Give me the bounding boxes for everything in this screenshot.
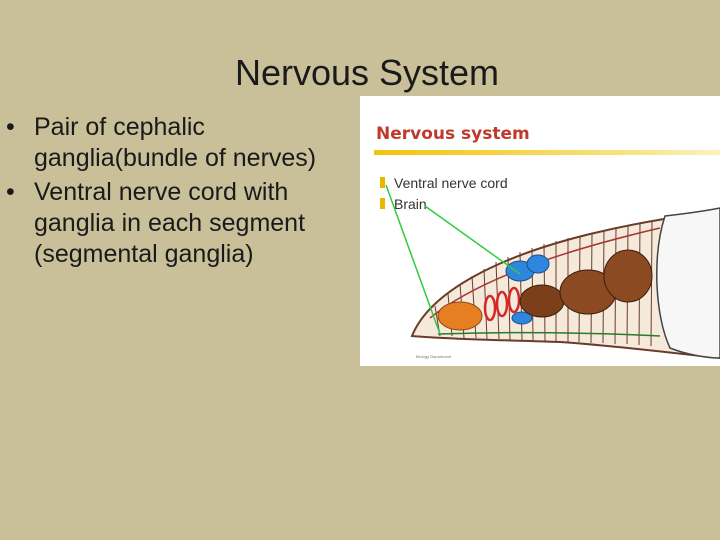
legend-label: Ventral nerve cord	[394, 174, 508, 191]
title-underline	[374, 150, 720, 155]
bullet-marker: •	[6, 178, 15, 206]
ventral-nerve-cord	[437, 331, 661, 337]
pharynx	[437, 301, 483, 331]
legend-label: Brain	[394, 195, 427, 212]
bullet-item: • Ventral nerve cord with ganglia in each…	[0, 177, 360, 270]
crop	[519, 284, 565, 318]
bullet-item: • Pair of cephalic ganglia(bundle of nerv…	[0, 112, 360, 174]
figure-credit: Biology Department	[416, 354, 452, 359]
bullet-list: • Pair of cephalic ganglia(bundle of nerv…	[0, 112, 360, 273]
figure-title: Nervous system	[376, 124, 530, 144]
pointer-brain	[424, 205, 521, 275]
bullet-text: Ventral nerve cord with ganglia in each …	[34, 178, 306, 268]
pointer-ventral-nerve-cord	[385, 184, 441, 335]
bullet-marker: •	[6, 113, 15, 141]
figure-legend: Ventral nerve cord Brain	[380, 172, 508, 214]
bullet-text: Pair of cephalic ganglia(bundle of nerve…	[34, 113, 317, 172]
ganglia-blue-2	[526, 254, 550, 274]
slide-title: Nervous System	[234, 52, 500, 93]
earthworm-illustration	[385, 184, 720, 360]
aortic-arches	[483, 286, 521, 322]
body-wall	[656, 207, 720, 359]
ganglia-blue-3	[511, 311, 533, 325]
legend-swatch	[380, 177, 385, 188]
intestine	[603, 249, 653, 303]
earthworm-diagram: Nervous system Ventral nerve cord Brain	[360, 96, 720, 366]
legend-item-brain: Brain	[380, 193, 508, 214]
legend-item-ventral-nerve-cord: Ventral nerve cord	[380, 172, 508, 193]
legend-swatch	[380, 198, 385, 209]
